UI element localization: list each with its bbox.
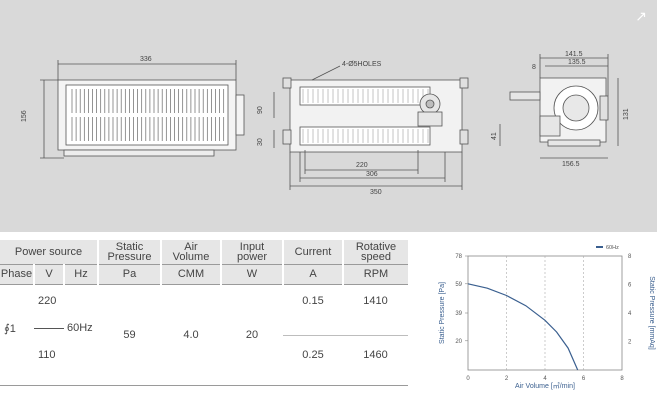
x-tick-label: 6 <box>582 376 586 382</box>
y-tick-label-right: 6 <box>628 283 632 289</box>
dim-350: 350 <box>370 189 382 196</box>
y-axis-label-left: Static Pressure [Pa] <box>439 282 446 344</box>
current-cell: 0.15 0.25 <box>283 285 343 385</box>
y-tick-label-left: 78 <box>455 254 462 260</box>
dim-8: 8 <box>532 64 536 71</box>
speed-cell: 1410 1460 <box>343 285 408 385</box>
y-tick-label-right: 2 <box>628 340 632 346</box>
dim-156: 156 <box>21 110 28 122</box>
dim-141-5: 141.5 <box>565 51 583 58</box>
y-axis-label-right: Static Pressure [mmAq] <box>648 276 655 350</box>
header-air-volume: Air Volume <box>160 240 221 264</box>
unit-v: V <box>33 263 64 285</box>
unit-w: W <box>220 263 283 285</box>
rotor-lines <box>302 89 429 143</box>
header-power-source: Power source <box>0 240 98 265</box>
unit-a: A <box>282 263 343 285</box>
current-220: 0.15 <box>302 294 324 307</box>
header-current: Current <box>282 240 343 264</box>
voltage-220: 220 <box>38 294 57 307</box>
y-tick-label-left: 59 <box>455 282 462 288</box>
unit-pa: Pa <box>97 263 161 285</box>
dim-30: 30 <box>257 138 264 146</box>
x-axis-label: Air Volume [㎥/min] <box>515 381 575 390</box>
dim-135-5: 135.5 <box>568 59 586 66</box>
expand-arrow-icon[interactable]: ↗ <box>635 8 647 24</box>
unit-rpm: RPM <box>342 263 408 285</box>
frequency-value: 60Hz <box>67 321 93 334</box>
speed-220: 1410 <box>363 294 388 307</box>
voltage-110: 110 <box>38 348 56 361</box>
air-volume-value: 4.0 <box>161 284 221 386</box>
unit-hz: Hz <box>63 263 98 285</box>
phase-connector-line <box>34 327 64 329</box>
header-static-pressure: Static Pressure <box>97 240 161 264</box>
header-input-power: Input power <box>220 240 283 264</box>
row-divider <box>283 334 343 336</box>
static-pressure-value: 59 <box>98 284 161 386</box>
x-tick-label: 2 <box>505 376 509 382</box>
phase-value: ∮1 <box>4 322 16 335</box>
current-110: 0.25 <box>302 348 324 361</box>
y-tick-label-left: 39 <box>455 311 462 317</box>
y-tick-label-left: 20 <box>455 339 462 345</box>
row-divider <box>343 334 408 336</box>
power-source-cell: ∮1 220 60Hz 110 <box>0 285 98 385</box>
dim-41: 41 <box>491 132 498 140</box>
dim-306: 306 <box>366 171 378 178</box>
grille-lines <box>71 89 225 141</box>
y-tick-label-right: 8 <box>628 254 632 260</box>
table-row: ∮1 220 60Hz 110 59 4.0 20 0.15 0.25 1410… <box>0 284 408 386</box>
dim-131: 131 <box>623 108 630 120</box>
x-tick-label: 4 <box>543 376 547 382</box>
technical-drawing: 336 156 4-Ø5HOLES 90 30 220 306 350 141.… <box>21 51 630 196</box>
speed-110: 1460 <box>363 348 388 361</box>
header-row: Power source Static Pressure Air Volume … <box>0 240 408 265</box>
dim-156-5: 156.5 <box>562 161 580 168</box>
dim-90: 90 <box>257 106 264 114</box>
y-tick-label-right: 4 <box>628 311 632 317</box>
dim-336: 336 <box>140 56 152 63</box>
unit-cmm: CMM <box>160 263 221 285</box>
header-rotative-speed: Rotative speed <box>342 240 408 264</box>
x-tick-label: 8 <box>620 376 624 382</box>
drawing-panel: ↗ <box>0 0 657 232</box>
x-tick-label: 0 <box>466 376 470 382</box>
unit-phase: Phase <box>0 263 34 285</box>
input-power-value: 20 <box>221 284 283 386</box>
dim-holes: 4-Ø5HOLES <box>342 61 382 68</box>
spec-table: Power source Static Pressure Air Volume … <box>0 240 408 386</box>
dim-220: 220 <box>356 162 368 169</box>
series-line-60hz <box>467 283 579 371</box>
unit-row: Phase V Hz Pa CMM W A RPM <box>0 263 408 285</box>
legend-label: 60Hz <box>606 245 619 251</box>
